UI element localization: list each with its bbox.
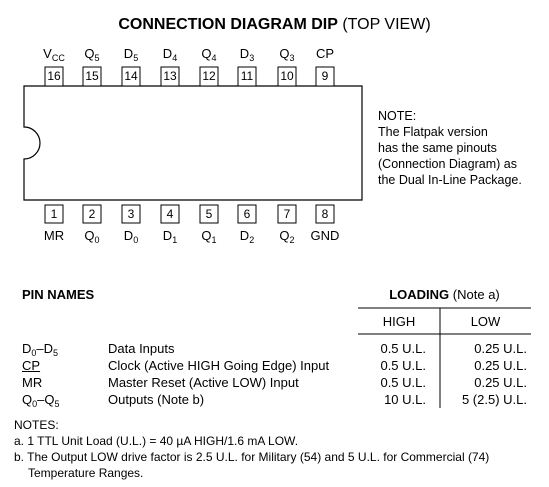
dip-package-diagram: VCC 16 Q5 15 D5 14 D4 13 Q4 12 D3 11 Q3 10 CP 9 1MR 2Q0 3… — [23, 46, 363, 245]
note-line: the Dual In-Line Package. — [378, 173, 522, 187]
pin-name: CP — [22, 358, 41, 373]
pin-number: 8 — [322, 207, 329, 221]
pin-number: 12 — [202, 69, 216, 83]
loading-table-lines — [358, 307, 531, 408]
loading-heading: LOADING (Note a) — [358, 287, 531, 302]
loading-high-value: 0.5 U.L. — [380, 375, 426, 390]
note-heading: NOTE: — [378, 109, 417, 123]
footnotes: NOTES: a. 1 TTL Unit Load (U.L.) = 40 µA… — [14, 417, 489, 481]
pin-box — [44, 204, 64, 224]
pin-box — [121, 66, 141, 87]
pin-label: Q3 — [279, 46, 294, 63]
pin-number: 1 — [51, 207, 58, 221]
pin-number: 10 — [280, 69, 294, 83]
pin-number: 13 — [163, 69, 177, 83]
pin-number: 4 — [167, 207, 174, 221]
pin-label: D5 — [124, 46, 138, 63]
pin-box — [199, 204, 219, 224]
pin-label: Q0 — [84, 228, 99, 245]
pin-box — [82, 66, 102, 87]
pin-box — [44, 66, 64, 87]
chip-body — [23, 85, 363, 201]
pin-label: Q1 — [201, 228, 216, 245]
pin-number: 2 — [89, 207, 96, 221]
notes-heading: NOTES: — [14, 418, 59, 432]
pin-description: Master Reset (Active LOW) Input — [108, 375, 299, 390]
pin-name: Q0–Q5 — [22, 392, 60, 409]
pin-box — [82, 204, 102, 224]
loading-heading-note: (Note a) — [452, 287, 500, 302]
pin-number: 16 — [47, 69, 61, 83]
pin-label: D3 — [240, 46, 254, 63]
pin-description: Clock (Active HIGH Going Edge) Input — [108, 358, 330, 373]
pin-label: VCC — [43, 46, 65, 63]
pin-number: 6 — [244, 207, 251, 221]
note-line: The Flatpak version — [378, 125, 488, 139]
loading-low-value: 0.25 U.L. — [474, 358, 527, 373]
pin-label: D0 — [124, 228, 138, 245]
note-line: (Connection Diagram) as — [378, 157, 517, 171]
pin-label: Q4 — [201, 46, 216, 63]
pin-label: GND — [311, 228, 340, 243]
pin-name: MR — [22, 375, 43, 390]
note-line: has the same pinouts — [378, 141, 497, 155]
pin-label: Q5 — [84, 46, 99, 63]
note-a: a. 1 TTL Unit Load (U.L.) = 40 µA HIGH/1… — [14, 434, 299, 448]
pin-box — [121, 204, 141, 224]
col-high-header: HIGH — [382, 314, 416, 329]
pin-number: 15 — [85, 69, 99, 83]
note-b-continued: Temperature Ranges. — [28, 466, 144, 480]
pin-label: CP — [316, 46, 334, 61]
pin-box — [315, 204, 335, 224]
pin-description: Outputs (Note b) — [108, 392, 205, 407]
pin-label: D1 — [163, 228, 177, 245]
diagram-title: CONNECTION DIAGRAM DIP (TOP VIEW) — [0, 16, 549, 34]
title-main: CONNECTION DIAGRAM DIP — [118, 16, 338, 33]
loading-high-value: 0.5 U.L. — [380, 358, 426, 373]
pin-label: Q2 — [279, 228, 294, 245]
pin-box — [160, 66, 180, 87]
pin-description: Data Inputs — [108, 341, 175, 356]
loading-high-value: 10 U.L. — [384, 392, 426, 407]
pin-label: MR — [44, 228, 64, 243]
loading-high-value: 0.5 U.L. — [380, 341, 426, 356]
loading-low-value: 5 (2.5) U.L. — [461, 392, 527, 407]
pin-box — [237, 66, 257, 87]
loading-low-value: 0.25 U.L. — [474, 375, 527, 390]
pin-number: 14 — [124, 69, 138, 83]
pin-name: D0–D5 — [22, 341, 59, 358]
col-low-header: LOW — [470, 314, 501, 329]
loading-heading-bold: LOADING — [389, 287, 450, 302]
top-pin-row: VCC 16 Q5 15 D5 14 D4 13 Q4 12 D3 11 Q3 10 CP 9 — [43, 46, 335, 87]
loading-low-value: 0.25 U.L. — [474, 341, 527, 356]
flatpak-note: NOTE: The Flatpak version has the same p… — [378, 108, 522, 188]
pin-number: 7 — [284, 207, 291, 221]
pin-number: 11 — [241, 69, 254, 83]
pin-box — [277, 204, 297, 224]
pin-number: 5 — [206, 207, 213, 221]
pin-number: 3 — [128, 207, 135, 221]
note-b: b. The Output LOW drive factor is 2.5 U.… — [14, 450, 490, 464]
pin-box — [315, 66, 335, 87]
title-view: (TOP VIEW) — [342, 16, 431, 33]
pin-box — [237, 204, 257, 224]
pin-label: D4 — [163, 46, 177, 63]
pin-box — [199, 66, 219, 87]
pin-names-heading: PIN NAMES — [22, 287, 95, 302]
pin-label: D2 — [240, 228, 254, 245]
pin-box — [160, 204, 180, 224]
pin-box — [277, 66, 297, 87]
pin-number: 9 — [322, 69, 329, 83]
